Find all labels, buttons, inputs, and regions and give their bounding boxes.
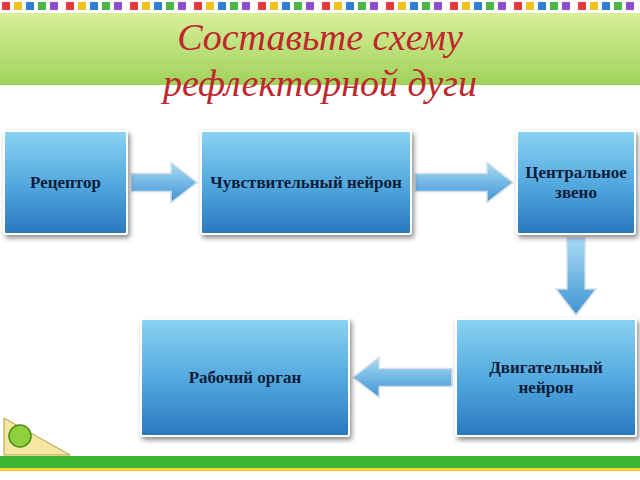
block-arrow [131,163,197,203]
bottom-stripe [0,468,640,471]
process-box: Рецептор [3,130,128,235]
box-label: Центральное звено [524,163,628,203]
process-box: Рабочий орган [140,318,350,437]
process-box: Центральное звено [516,130,636,235]
lime-slice [9,425,31,447]
box-label: Двигательный нейрон [463,358,629,398]
box-label: Рецептор [30,173,101,193]
ruler-triangle [4,418,70,455]
box-label: Чувствительный нейрон [210,173,402,193]
process-box: Чувствительный нейрон [200,130,412,235]
process-box: Двигательный нейрон [455,318,637,437]
block-arrow [415,163,513,203]
bottom-bar [0,456,640,468]
cube-strip [0,0,640,12]
box-label: Рабочий орган [189,368,302,388]
slide-title: Составьте схему рефлекторной дуги [95,14,545,106]
block-arrow [556,238,596,315]
block-arrow [353,358,452,398]
